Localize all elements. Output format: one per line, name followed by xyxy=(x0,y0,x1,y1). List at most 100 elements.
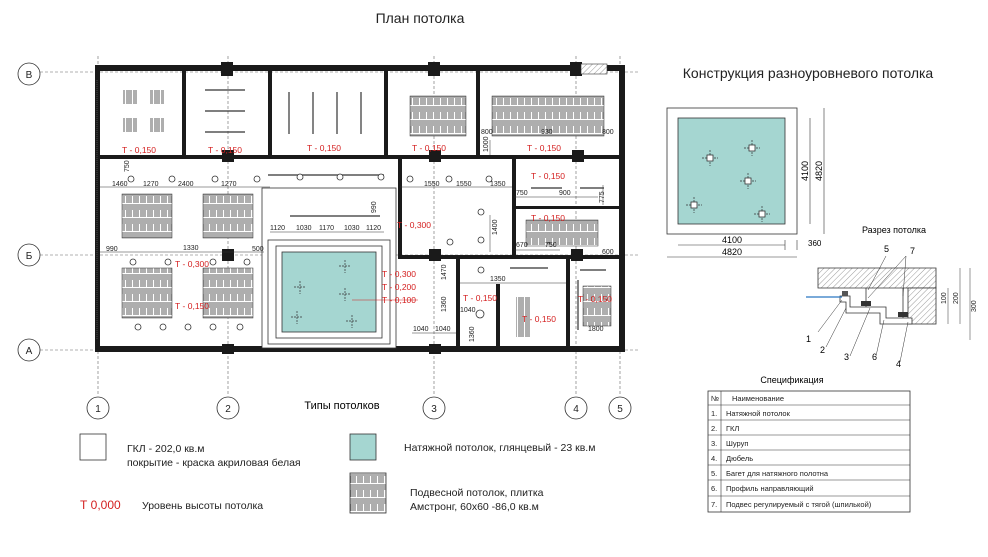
spec-row-no: 4. xyxy=(711,454,717,463)
cons-height-outer: 4820 xyxy=(814,161,824,181)
axis-col-label: 2 xyxy=(225,404,231,415)
dim-label: 1550 xyxy=(424,181,440,188)
window-hatch xyxy=(580,63,608,75)
dim-label: 1170 xyxy=(319,225,334,232)
stretch-ceiling-area xyxy=(281,251,377,333)
level-label: Т - 0,200 xyxy=(382,282,416,292)
spec-row-name: Дюбель xyxy=(726,454,753,463)
types-title: Типы потолков xyxy=(304,400,379,412)
dim-label: 1360 xyxy=(441,296,448,312)
legend-swatch-tile xyxy=(349,472,387,514)
spec-head-name: Наименование xyxy=(732,394,784,403)
dim-label: 670 xyxy=(516,242,528,249)
dim-label: 500 xyxy=(252,246,264,253)
level-label: Т - 0,150 xyxy=(578,294,612,304)
dim-label: 1350 xyxy=(490,276,506,283)
dim-label: 1460 xyxy=(112,181,128,188)
dimension-labels: 800 930 800 1000 750 1460 1270 2400 1270… xyxy=(106,129,614,342)
spec-row-no: 6. xyxy=(711,484,717,493)
dim-label: 990 xyxy=(106,246,118,253)
level-label: Т - 0,150 xyxy=(412,143,446,153)
plan-title: План потолка xyxy=(376,10,465,26)
level-label: Т - 0,300 xyxy=(382,269,416,279)
level-label: Т - 0,150 xyxy=(531,213,565,223)
legend-gkl-area: ГКЛ - 202,0 кв.м xyxy=(127,443,205,455)
axis-row-label: Б xyxy=(26,251,33,262)
level-label: Т - 0,300 xyxy=(397,220,431,230)
level-label: Т - 0,150 xyxy=(175,301,209,311)
dim-label: 900 xyxy=(559,190,571,197)
legend-swatch-stretch xyxy=(349,433,377,461)
dim-label: 1470 xyxy=(441,264,448,280)
spot-crosses xyxy=(291,260,358,328)
dim-label: 1360 xyxy=(469,326,476,342)
cons-width-outer: 4820 xyxy=(722,247,742,257)
dim-label: 1030 xyxy=(296,225,312,232)
axis-bubbles: В Б А 1 2 3 4 5 xyxy=(17,62,632,420)
construction-title: Конструкция разноуровневого потолка xyxy=(683,65,934,81)
callout-number: 2 xyxy=(820,345,825,355)
level-label: Т - 0,150 xyxy=(522,314,556,324)
axis-row-label: А xyxy=(26,346,33,357)
dim-label: 930 xyxy=(541,129,553,136)
walls xyxy=(95,62,625,354)
legend-swatch-gkl xyxy=(79,433,107,461)
dim-label: 1800 xyxy=(588,326,604,333)
section-detail xyxy=(806,255,971,363)
dimension-lines xyxy=(100,140,604,334)
level-label: Т - 0,300 xyxy=(175,259,209,269)
dim-label: 800 xyxy=(602,129,614,136)
spec-head-no: № xyxy=(711,394,719,403)
spec-row-no: 5. xyxy=(711,469,717,478)
dim-label: 1350 xyxy=(490,181,506,188)
dim-label: 1270 xyxy=(143,181,159,188)
spec-row-no: 1. xyxy=(711,409,717,418)
spec-row-no: 2. xyxy=(711,424,717,433)
spec-title: Спецификация xyxy=(760,375,823,385)
spec-row-name: Багет для натяжного полотна xyxy=(726,469,829,478)
spec-row-name: Натяжной потолок xyxy=(726,409,791,418)
spot-lights xyxy=(127,173,493,331)
dim-label: 990 xyxy=(371,201,378,213)
spec-row-name: Шуруп xyxy=(726,439,748,448)
callout-number: 6 xyxy=(872,352,877,362)
spec-row-name: Подвес регулируемый с тягой (шпилькой) xyxy=(726,500,872,509)
spec-row-no: 7. xyxy=(711,500,717,509)
legend-level-desc: Уровень высоты потолка xyxy=(142,500,263,512)
callout-number: 7 xyxy=(910,246,915,256)
level-label: Т - 0,150 xyxy=(527,143,561,153)
level-label: Т - 0,150 xyxy=(208,145,242,155)
section-title: Разрез потолка xyxy=(862,225,926,235)
section-dim: 300 xyxy=(971,300,978,312)
light-tracks xyxy=(205,89,606,330)
level-label: Т - 0,100 xyxy=(382,295,416,305)
dim-label: 1550 xyxy=(456,181,472,188)
callout-number: 3 xyxy=(844,352,849,362)
legend-stretch: Натяжной потолок, глянцевый - 23 кв.м xyxy=(404,442,595,454)
spec-table: № Наименование 1. Натяжной потолок 2. ГК… xyxy=(707,390,911,513)
dim-label: 1120 xyxy=(366,225,381,232)
level-labels: Т - 0,150 Т - 0,150 Т - 0,150 Т - 0,150 … xyxy=(122,143,612,324)
spec-row-name: Профиль направляющий xyxy=(726,484,814,493)
construction-plan xyxy=(666,107,825,258)
axis-row-label: В xyxy=(26,70,33,81)
dim-label: 1400 xyxy=(492,219,499,235)
dim-label: 1040 xyxy=(460,307,476,314)
cons-width-inner: 4100 xyxy=(722,235,742,245)
level-label: Т - 0,150 xyxy=(463,293,497,303)
dim-label: 750 xyxy=(545,242,557,249)
dim-label: 800 xyxy=(481,129,493,136)
axis-col-label: 3 xyxy=(431,404,437,415)
callout-number: 5 xyxy=(884,244,889,254)
cons-gap: 360 xyxy=(808,239,822,248)
section-dim: 200 xyxy=(953,292,960,304)
legend-level-sample: Т 0,000 xyxy=(80,498,121,512)
dim-label: 1000 xyxy=(483,136,490,152)
axis-col-label: 1 xyxy=(95,404,101,415)
dim-label: 1120 xyxy=(270,225,285,232)
axis-col-label: 5 xyxy=(617,404,623,415)
spec-row-name: ГКЛ xyxy=(726,424,739,433)
legend-tile-1: Подвесной потолок, плитка xyxy=(410,487,544,499)
legend-gkl-finish: покрытие - краска акриловая белая xyxy=(127,457,301,469)
